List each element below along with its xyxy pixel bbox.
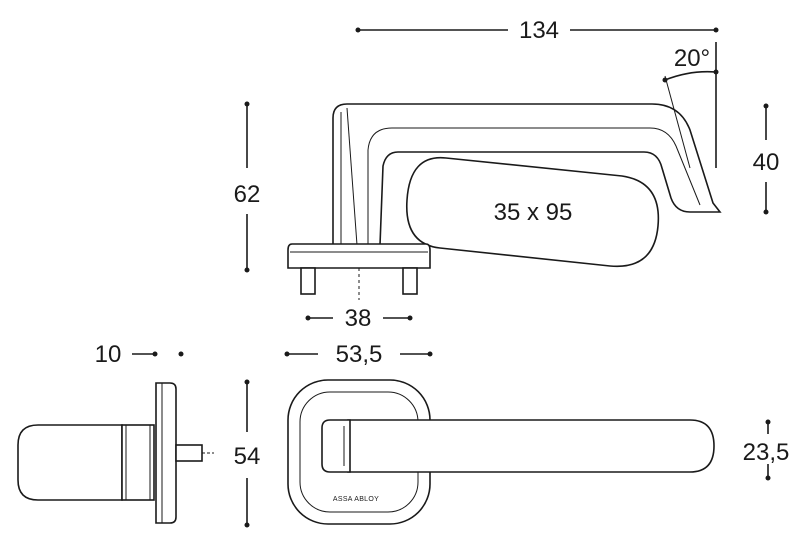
dimension-10: 10 (95, 341, 184, 368)
grip-section-oval (406, 156, 660, 268)
dimension-62: 62 (234, 101, 261, 273)
dimension-23-5: 23,5 (743, 419, 790, 481)
label-angle: 20° (674, 45, 710, 72)
dimension-38: 38 (305, 305, 413, 332)
pin-right (402, 267, 418, 295)
label-134: 134 (519, 17, 559, 44)
side-view (287, 103, 722, 300)
label-53-5: 53,5 (336, 341, 383, 368)
dimension-40: 40 (753, 103, 780, 215)
dimension-134: 134 (355, 17, 719, 44)
dimension-angle: 20° (662, 42, 719, 169)
grip-neck (121, 424, 155, 501)
end-view (17, 382, 214, 524)
label-40: 40 (753, 149, 780, 176)
dimension-54: 54 (234, 379, 261, 528)
label-62: 62 (234, 181, 261, 208)
label-23-5: 23,5 (743, 439, 790, 466)
grip-end (17, 424, 123, 501)
label-54: 54 (234, 443, 261, 470)
handle-front-neck (321, 419, 351, 473)
label-38: 38 (345, 305, 372, 332)
handle-side-inner-line (367, 127, 701, 245)
brand-mark: ASSA ABLOY (333, 496, 379, 503)
label-grip-section: 35 x 95 (494, 199, 573, 226)
spindle (175, 444, 203, 462)
front-view: ASSA ABLOY (287, 379, 715, 525)
rose-end (155, 382, 177, 524)
label-10: 10 (95, 341, 122, 368)
pin-left (300, 267, 316, 295)
handle-side-body (332, 103, 722, 246)
rose-side (287, 243, 431, 269)
dimension-53-5: 53,5 (284, 341, 433, 368)
neck-line (346, 107, 358, 246)
handle-front-lever (347, 419, 715, 473)
